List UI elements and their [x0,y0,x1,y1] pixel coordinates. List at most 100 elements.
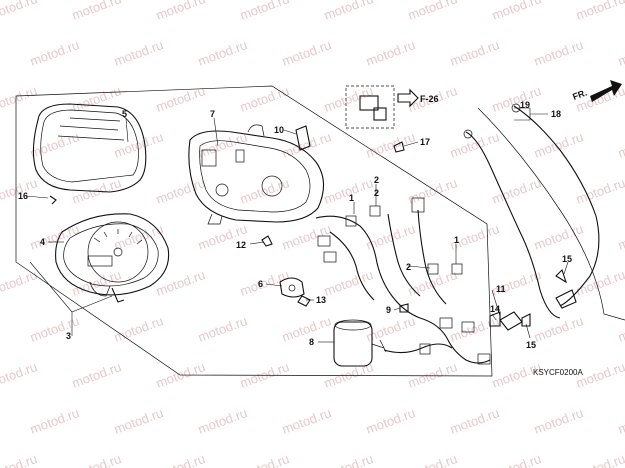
watermark-text: motod.ru [154,0,207,23]
watermark-text: motod.ru [448,313,501,345]
watermark-text: motod.ru [406,175,459,207]
callout-10: 10 [274,125,284,135]
callout-8: 8 [309,337,314,347]
watermark-text: motod.ru [364,37,417,69]
watermark-text: motod.ru [28,313,81,345]
watermark-text: motod.ru [364,405,417,437]
watermark-text: motod.ru [616,313,625,345]
watermark-text: motod.ru [238,451,291,468]
watermark-text: motod.ru [616,129,625,161]
callout-6: 6 [258,279,263,289]
callout-19: 19 [520,100,530,110]
watermark-text: motod.ru [28,37,81,69]
callout-13: 13 [316,295,326,305]
callout-3: 3 [66,331,71,341]
watermark-text: motod.ru [322,359,375,391]
watermark-text: motod.ru [616,221,625,253]
watermark-text: motod.ru [70,267,123,299]
callout-2a: 2 [374,175,379,185]
watermark-text: motod.ru [490,83,543,115]
watermark-text: motod.ru [0,0,39,23]
watermark-text: motod.ru [406,0,459,23]
watermark-text: motod.ru [574,0,625,23]
watermark-text: motod.ru [490,451,543,468]
watermark-text: motod.ru [154,175,207,207]
watermark-text: motod.ru [70,451,123,468]
watermark-text: motod.ru [112,313,165,345]
callout-18: 18 [551,109,561,119]
callout-7: 7 [210,109,215,119]
watermark-text: motod.ru [364,129,417,161]
watermark-text: motod.ru [196,313,249,345]
watermark-text: motod.ru [322,451,375,468]
watermark-text: motod.ru [196,37,249,69]
watermark-text: motod.ru [574,175,625,207]
callout-1a: 1 [349,193,354,203]
watermark-text: motod.ru [280,129,333,161]
watermark-text: motod.ru [0,451,39,468]
callout-1b: 1 [454,235,459,245]
watermark-text: motod.ru [490,175,543,207]
watermark-text: motod.ru [532,129,585,161]
watermark-text: motod.ru [532,405,585,437]
watermark-text: motod.ru [280,313,333,345]
callout-15b: 15 [562,254,572,264]
watermark-text: motod.ru [280,405,333,437]
callout-2c: 2 [406,262,411,272]
watermark-text: motod.ru [532,221,585,253]
watermark-text: motod.ru [406,451,459,468]
watermark-text: motod.ru [28,129,81,161]
watermark-text: motod.ru [616,405,625,437]
watermark-text: motod.ru [112,37,165,69]
f-26-reference-label: F-26 [420,94,439,104]
callout-9: 9 [386,305,391,315]
watermark-text: motod.ru [112,405,165,437]
watermark-text: motod.ru [322,267,375,299]
watermark-text: motod.ru [154,451,207,468]
connector-reference-box [345,85,419,129]
watermark-text: motod.ru [238,0,291,23]
wire-harness [315,197,491,365]
callout-16: 16 [18,191,28,201]
meter-cover [32,103,147,193]
watermark-text: motod.ru [238,175,291,207]
watermark-text: motod.ru [28,405,81,437]
leader-lines [25,107,569,343]
watermark-text: motod.ru [154,267,207,299]
callout-15a: 15 [526,340,536,350]
meter-assembly [55,213,170,303]
front-direction-label: FR. [571,88,588,102]
callout-14: 14 [490,304,500,314]
cable-clip [489,311,523,331]
callout-12: 12 [236,240,246,250]
watermark-text: motod.ru [238,83,291,115]
watermark-text: motod.ru [322,0,375,23]
relay-unit [333,319,387,367]
watermark-text: motod.ru [532,37,585,69]
callout-5: 5 [122,109,127,119]
watermark-text: motod.ru [406,267,459,299]
watermark-text: motod.ru [280,221,333,253]
callouts: 1 1 2 2 2 3 4 5 6 7 8 9 10 11 12 13 14 1… [18,100,572,350]
watermark-text: motod.ru [448,129,501,161]
front-direction-arrow [590,80,622,102]
fasteners [49,125,567,327]
watermark-text: motod.ru [70,359,123,391]
watermark-text: motod.ru [196,405,249,437]
watermark-text: motod.ru [0,83,39,115]
watermark-text: motod.ru [364,221,417,253]
watermark-text: motod.ru [280,37,333,69]
diagram-code: KSYCF0200A [533,368,583,377]
watermark-text: motod.ru [154,83,207,115]
watermark-text: motod.ru [0,359,39,391]
watermark-text: motod.ru [448,405,501,437]
callout-2b: 2 [374,188,379,198]
watermark-text: motod.ru [490,0,543,23]
callout-4: 4 [40,237,45,247]
watermark-text: motod.ru [0,267,39,299]
meter-case [188,124,325,225]
watermark-text: motod.ru [406,359,459,391]
watermark-text: motod.ru [70,0,123,23]
assembly-frame [15,85,493,377]
